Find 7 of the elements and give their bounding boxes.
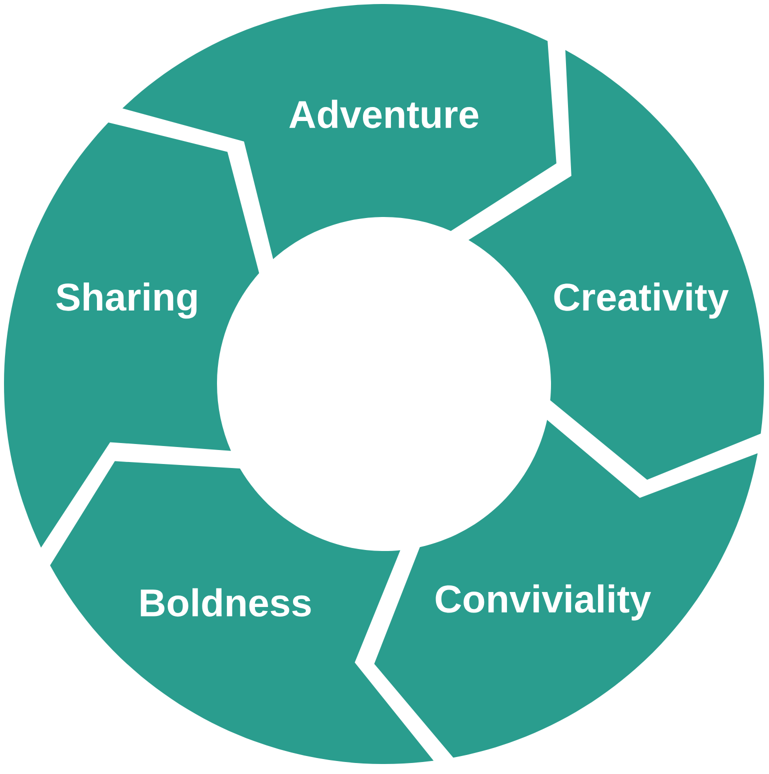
cycle-segment: Adventure — [122, 4, 556, 260]
cycle-segment: Sharing — [4, 122, 260, 548]
node-label: Sharing — [56, 282, 197, 319]
cycle-segment: Boldness — [50, 461, 434, 764]
node-label: Boldness — [140, 588, 311, 617]
cycle-segment: Conviviality — [374, 420, 758, 758]
node-label: Creativity — [554, 282, 729, 319]
